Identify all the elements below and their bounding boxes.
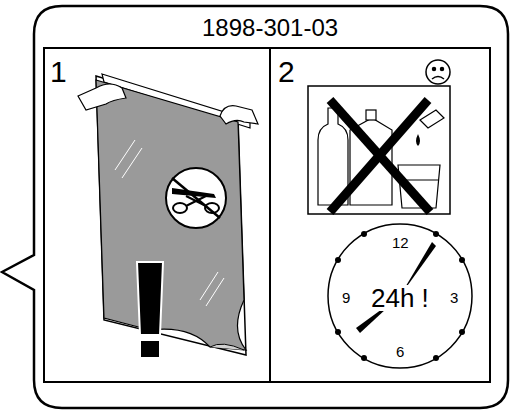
clock-numeral: 12 [392,235,409,250]
panel-number: 2 [278,57,295,87]
panel-number: 1 [50,57,67,87]
clock-numeral: 9 [342,290,350,305]
divider [269,48,271,382]
sad-face [426,60,450,84]
clock [328,224,472,368]
frame [44,48,490,382]
no-chemicals-sign [308,86,450,214]
duration-note: 24h ! [369,285,431,311]
clock-numeral: 3 [450,290,458,305]
clock-numeral: 6 [396,344,404,359]
part-number: 1898-301-03 [202,16,338,40]
hand [78,84,258,124]
no-cutting-tools-sign [166,168,226,228]
speech-bubble [2,6,508,408]
warning-mark [137,262,163,358]
